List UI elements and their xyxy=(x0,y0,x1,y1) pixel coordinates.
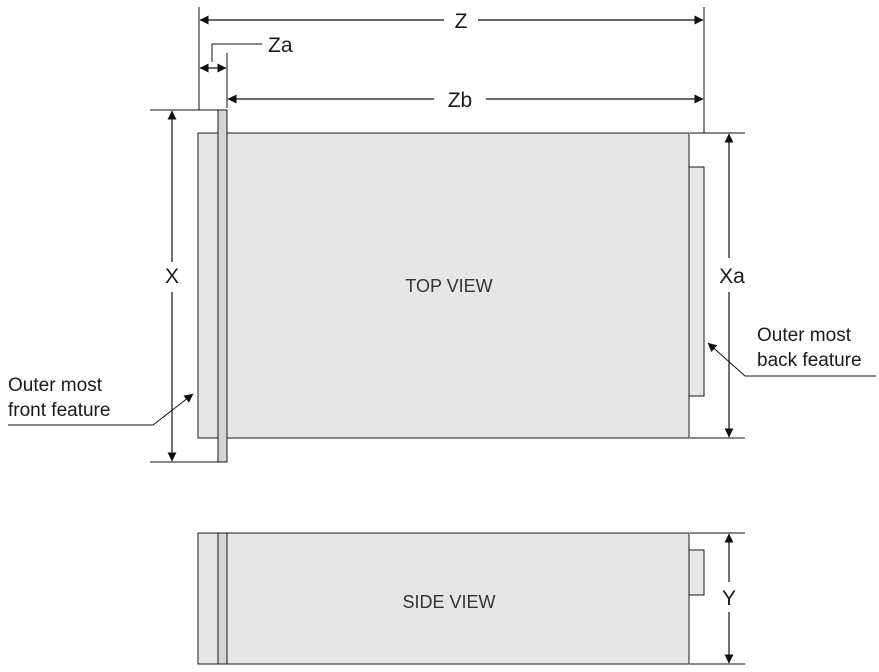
dimension-za-label: Za xyxy=(268,34,293,57)
dimension-xa-label: Xa xyxy=(719,265,745,288)
back-feature-text-line1: Outer most xyxy=(757,325,852,346)
top-view-chassis xyxy=(226,132,690,439)
side-view-bezel xyxy=(217,532,228,665)
dimension-zb: Zb xyxy=(227,89,704,112)
dimension-x: X xyxy=(150,109,218,463)
top-view-bezel xyxy=(217,109,228,463)
side-view-back-feature xyxy=(688,549,705,596)
dimension-xa: Xa xyxy=(690,132,745,439)
dimension-x-label: X xyxy=(165,265,179,288)
front-feature-callout: Outer most front feature xyxy=(8,375,194,426)
dimension-zb-label: Zb xyxy=(448,89,473,112)
side-view-label: SIDE VIEW xyxy=(402,592,495,612)
side-view-front-panel xyxy=(197,532,219,665)
front-feature-text-line1: Outer most xyxy=(8,375,103,396)
top-view-front-panel xyxy=(197,132,219,439)
dimension-z: Z xyxy=(198,7,705,133)
dimension-y: Y xyxy=(690,532,745,665)
dimension-za: Za xyxy=(199,34,293,108)
back-feature-text-line2: back feature xyxy=(757,350,862,371)
top-view: TOP VIEW xyxy=(197,109,705,463)
dimension-z-label: Z xyxy=(455,10,468,33)
back-feature-callout: Outer most back feature xyxy=(707,325,876,377)
top-view-back-feature xyxy=(688,166,705,397)
side-view-chassis xyxy=(226,532,690,665)
front-feature-text-line2: front feature xyxy=(8,400,110,421)
side-view: SIDE VIEW xyxy=(197,532,705,665)
dimension-y-label: Y xyxy=(722,587,736,610)
top-view-label: TOP VIEW xyxy=(405,276,492,296)
